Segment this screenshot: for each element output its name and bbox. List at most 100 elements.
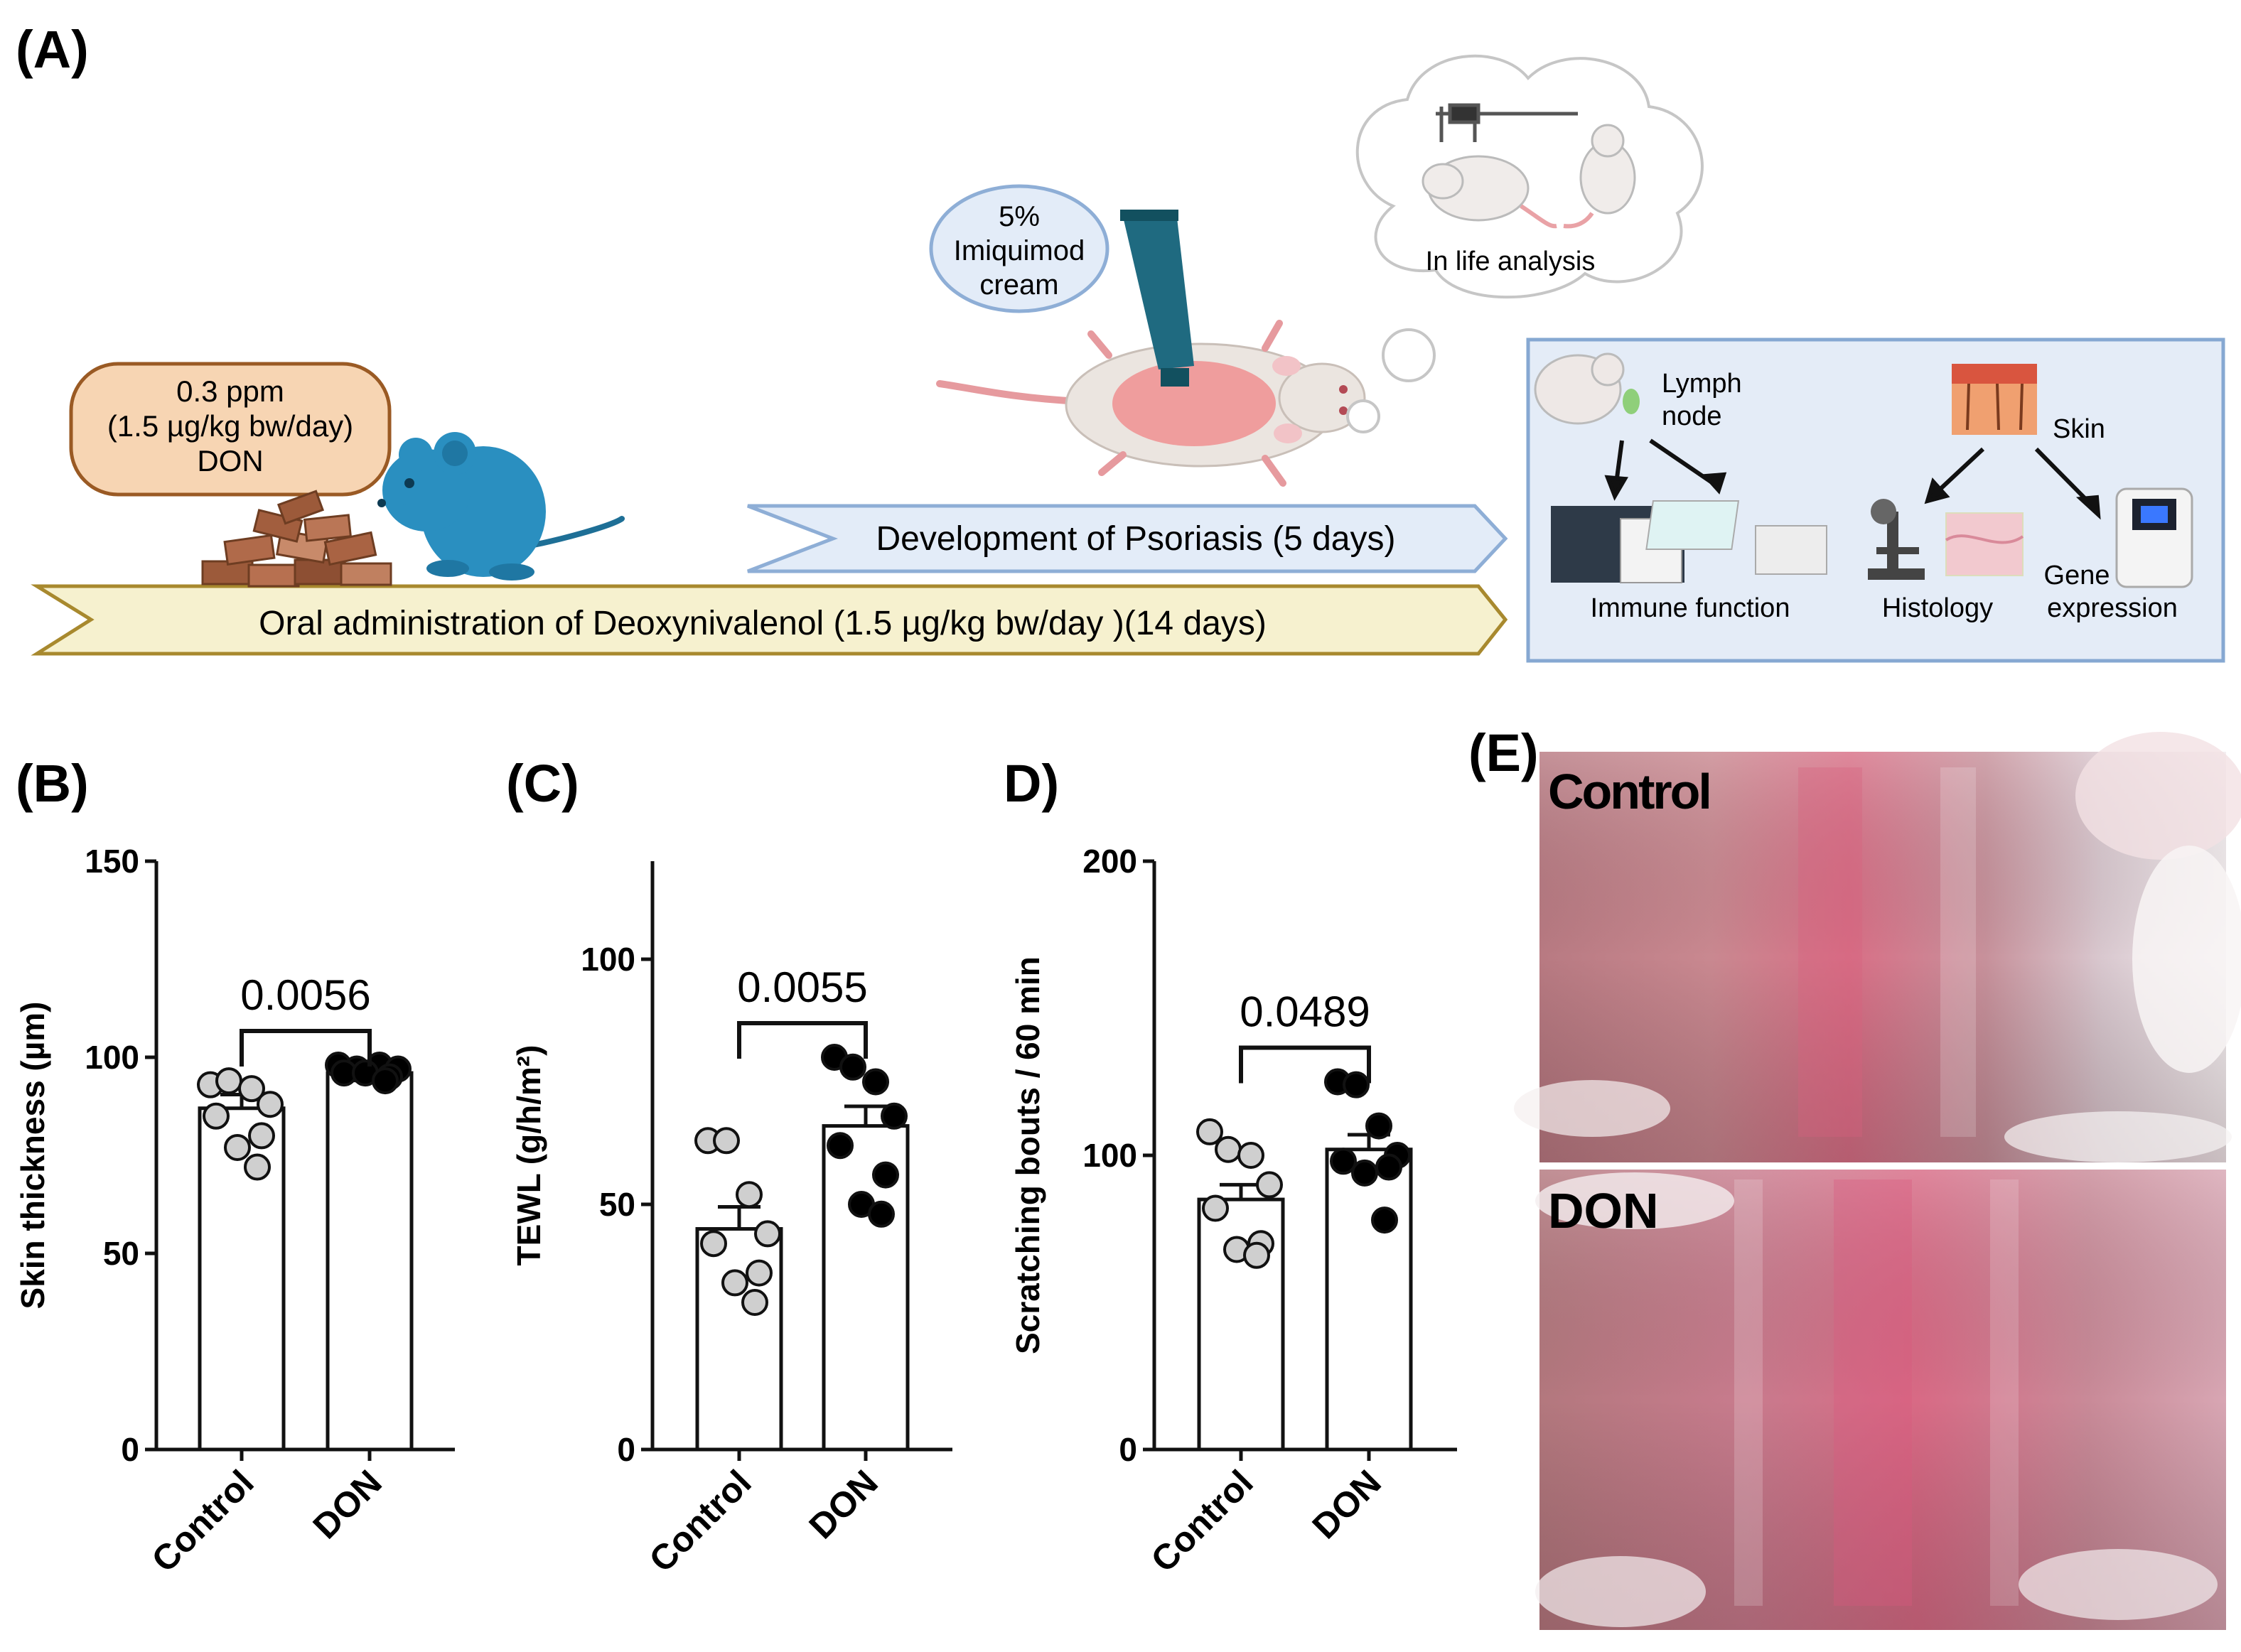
thought-cloud-label: In life analysis bbox=[1426, 247, 1596, 276]
photo-don-label: DON bbox=[1548, 1183, 1659, 1238]
data-point bbox=[1351, 1159, 1378, 1187]
significance-bracket bbox=[737, 1021, 868, 1059]
data-point bbox=[746, 1259, 773, 1287]
x-tick-label: Control bbox=[1144, 1462, 1261, 1580]
significance-bracket bbox=[1239, 1045, 1371, 1084]
lymph-node-label-2: node bbox=[1662, 401, 1722, 431]
psoriasis-arrow-label: Development of Psoriasis (5 days) bbox=[876, 520, 1396, 558]
feed-pellets-icon bbox=[201, 490, 392, 588]
x-tick-label: Control bbox=[144, 1462, 262, 1580]
data-point bbox=[1330, 1148, 1357, 1175]
photo-don: DON bbox=[1535, 1170, 2226, 1630]
bar-don bbox=[326, 1071, 414, 1452]
y-tick-label: 150 bbox=[85, 843, 139, 880]
gene-expression-label-2: expression bbox=[2047, 593, 2178, 623]
data-point bbox=[862, 1068, 889, 1096]
y-tick-label: 0 bbox=[1119, 1431, 1137, 1468]
y-axis-label: Scratching bouts / 60 min bbox=[1009, 956, 1046, 1354]
data-point bbox=[868, 1200, 895, 1228]
histology-label: Histology bbox=[1882, 593, 1993, 623]
photo-control: Control bbox=[1514, 732, 2241, 1162]
lymph-node-label-1: Lymph bbox=[1662, 369, 1742, 399]
panel-label-d: D) bbox=[1004, 754, 1059, 813]
analysis-box: Lymph node Skin bbox=[1526, 338, 2225, 663]
diet-box-line-3: DON bbox=[197, 444, 263, 477]
diet-box-line-1: 0.3 ppm bbox=[176, 374, 284, 408]
data-point bbox=[238, 1075, 265, 1103]
qpcr-machine-icon bbox=[2115, 487, 2193, 588]
x-tick-label: DON bbox=[802, 1462, 886, 1546]
gene-expression-label-1: Gene bbox=[2044, 561, 2110, 590]
cream-tube-icon bbox=[1120, 210, 1194, 387]
data-point bbox=[244, 1153, 271, 1181]
photo-panel: Control DON bbox=[1514, 732, 2241, 1630]
data-point bbox=[1202, 1194, 1229, 1222]
y-axis-label: TEWL (g/h/m²) bbox=[510, 1045, 547, 1266]
y-tick-label: 200 bbox=[1082, 843, 1137, 880]
data-point bbox=[1256, 1171, 1283, 1199]
x-tick-label: DON bbox=[1305, 1462, 1389, 1546]
y-tick-label: 100 bbox=[581, 941, 635, 978]
data-point bbox=[248, 1122, 275, 1150]
data-point bbox=[736, 1181, 763, 1209]
diet-box-line-2: (1.5 µg/kg bw/day) bbox=[107, 409, 353, 443]
skin-tissue-icon bbox=[1952, 364, 2037, 435]
lymph-node-mouse-icon bbox=[1534, 352, 1640, 425]
data-point bbox=[1365, 1112, 1392, 1140]
psoriasis-arrow: Development of Psoriasis (5 days) bbox=[747, 504, 1508, 573]
analysis-arrows bbox=[1604, 438, 2101, 520]
y-tick-label: 50 bbox=[103, 1235, 139, 1272]
p-value-label: 0.0056 bbox=[240, 971, 371, 1019]
thought-cloud: In life analysis bbox=[1355, 54, 1704, 299]
data-point bbox=[1237, 1142, 1264, 1169]
y-tick-label: 100 bbox=[85, 1039, 139, 1076]
y-tick-label: 100 bbox=[1082, 1137, 1137, 1174]
data-point bbox=[839, 1053, 866, 1081]
diet-box: 0.3 ppm (1.5 µg/kg bw/day) DON bbox=[69, 362, 392, 497]
bar-don bbox=[1325, 1148, 1413, 1452]
data-point bbox=[754, 1220, 781, 1248]
bar-control bbox=[695, 1227, 783, 1452]
x-tick-label: Control bbox=[642, 1462, 759, 1580]
skin-label: Skin bbox=[2053, 414, 2105, 444]
data-point bbox=[741, 1289, 768, 1316]
shaved-mouse-icon bbox=[936, 320, 1366, 487]
mouse-icon bbox=[377, 432, 625, 581]
histology-slide-icon bbox=[1945, 512, 2024, 576]
data-point bbox=[827, 1132, 854, 1160]
oral-arrow: Oral administration of Deoxynivalenol (1… bbox=[31, 584, 1508, 656]
data-point bbox=[700, 1230, 727, 1258]
y-tick-label: 0 bbox=[121, 1431, 139, 1468]
cream-bubble-line-1: 5% bbox=[999, 201, 1040, 232]
data-point bbox=[721, 1269, 748, 1297]
data-point bbox=[713, 1127, 740, 1155]
cream-bubble: 5% Imiquimod cream bbox=[929, 184, 1109, 313]
data-point bbox=[881, 1102, 908, 1130]
data-point bbox=[1343, 1071, 1370, 1098]
y-axis-label: Skin thickness (µm) bbox=[14, 1002, 51, 1310]
microscope-icon bbox=[1868, 499, 1925, 580]
significance-bracket bbox=[240, 1029, 372, 1067]
data-point bbox=[1375, 1153, 1402, 1181]
thought-dots bbox=[1346, 328, 1436, 433]
panel-label-c: (C) bbox=[506, 754, 579, 813]
data-point bbox=[1215, 1135, 1242, 1163]
panel-label-b: (B) bbox=[16, 754, 89, 813]
data-point bbox=[1196, 1118, 1223, 1145]
y-tick-label: 50 bbox=[599, 1186, 635, 1223]
data-point bbox=[1371, 1206, 1398, 1234]
data-point bbox=[1243, 1241, 1270, 1269]
p-value-label: 0.0489 bbox=[1240, 988, 1370, 1036]
photo-control-label: Control bbox=[1548, 764, 1710, 819]
y-tick-label: 0 bbox=[617, 1431, 635, 1468]
immune-function-label: Immune function bbox=[1591, 593, 1790, 623]
data-point bbox=[372, 1067, 399, 1095]
mice-analysis-icon bbox=[1422, 124, 1636, 229]
data-point bbox=[215, 1067, 242, 1095]
x-tick-label: DON bbox=[306, 1462, 389, 1546]
caliper-icon bbox=[1436, 103, 1578, 142]
